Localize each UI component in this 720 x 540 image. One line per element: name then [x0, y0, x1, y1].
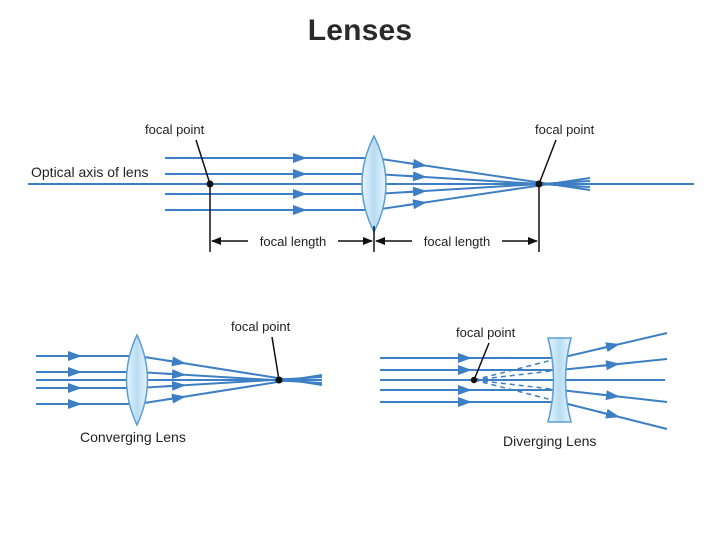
virtual-ray	[473, 369, 561, 381]
converging-lens-large	[361, 134, 387, 234]
virtual-ray	[473, 379, 561, 391]
incoming-rays	[165, 157, 372, 211]
diverging-focal-point-label: focal point	[456, 325, 516, 340]
refracted-ray	[137, 371, 323, 384]
converging-focal-point-leader	[271, 336, 280, 381]
converging-lens-diagram: focal point Converging Lens	[36, 319, 323, 445]
page-title: Lenses	[307, 14, 413, 47]
refracted-ray-arrow	[165, 369, 186, 380]
focal-point-left-label: focal point	[145, 122, 205, 137]
converging-focal-point-label: focal point	[231, 319, 291, 334]
refracted-ray-arrow	[597, 342, 620, 353]
converging-refracted-rays	[137, 355, 323, 405]
focal-length-left-label: focal length	[260, 234, 327, 249]
focal-point-left-leader	[195, 139, 211, 185]
diverging-lens-caption: Diverging Lens	[503, 433, 596, 449]
focal-length-right-label: focal length	[424, 234, 491, 249]
refracted-ray-arrow	[404, 186, 427, 197]
incoming-ray-arrows	[285, 153, 307, 215]
diverging-lens	[547, 337, 572, 423]
refracted-rays	[373, 157, 591, 211]
focal-point-right-label: focal point	[535, 122, 595, 137]
refracted-ray-arrow	[165, 380, 186, 391]
axis-label: Optical axis of lens	[31, 164, 149, 180]
converging-lens	[125, 333, 149, 427]
refracted-ray-arrow	[165, 393, 186, 404]
diverging-lens-diagram: focal point Diverging Lens	[380, 325, 668, 449]
virtual-ray	[473, 379, 561, 403]
refracted-ray-arrow	[597, 390, 620, 401]
virtual-ray	[473, 357, 561, 381]
refracted-ray-arrow	[404, 199, 427, 210]
diverging-virtual-rays	[473, 357, 561, 403]
diverging-refracted-rays	[559, 332, 668, 430]
top-converging-diagram: Optical axis of lens focal point focal p…	[28, 122, 694, 252]
refracted-ray-arrow	[404, 158, 427, 169]
refracted-ray-arrow	[404, 171, 427, 182]
diverging-focal-point-leader	[473, 342, 490, 381]
diverging-incoming-rays	[380, 353, 665, 407]
refracted-ray-arrow	[597, 360, 620, 371]
refracted-ray-arrow	[165, 356, 186, 367]
converging-lens-caption: Converging Lens	[80, 429, 186, 445]
focal-point-right-leader	[538, 139, 557, 185]
refracted-ray-arrow	[597, 408, 620, 419]
converging-incoming-rays	[36, 351, 136, 409]
